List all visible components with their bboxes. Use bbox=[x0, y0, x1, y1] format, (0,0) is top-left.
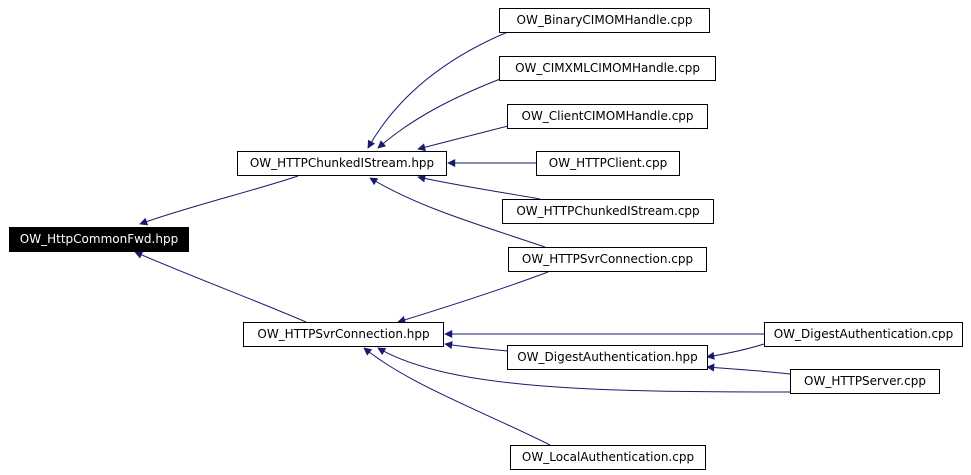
node-httpclient-cpp[interactable]: OW_HTTPClient.cpp bbox=[536, 151, 680, 176]
edge-chunked-hpp-to-root bbox=[139, 175, 299, 226]
node-cimxml-cpp[interactable]: OW_CIMXMLCIMOMHandle.cpp bbox=[499, 56, 716, 81]
node-chunked-cpp[interactable]: OW_HTTPChunkedIStream.cpp bbox=[502, 199, 714, 224]
edge-cimxml-to-chunked-hpp bbox=[377, 75, 509, 149]
edge-svrconn-cpp-to-svrconn-hpp bbox=[397, 271, 549, 324]
edge-localauth-to-svrconn-hpp bbox=[363, 347, 551, 446]
edge-digest-hpp-to-svrconn-hpp bbox=[444, 341, 509, 352]
edge-chunked-cpp-to-chunked-hpp bbox=[417, 174, 541, 200]
edge-binary-to-chunked-hpp bbox=[367, 30, 511, 149]
node-digest-hpp[interactable]: OW_DigestAuthentication.hpp bbox=[507, 345, 708, 370]
node-localauth-cpp[interactable]: OW_LocalAuthentication.cpp bbox=[510, 445, 706, 470]
edge-clientcimom-to-chunked-hpp bbox=[417, 125, 509, 152]
edge-httpserver-to-digest-hpp bbox=[706, 363, 791, 375]
node-client-cimom-cpp[interactable]: OW_ClientCIMOMHandle.cpp bbox=[507, 104, 708, 129]
node-chunked-hpp[interactable]: OW_HTTPChunkedIStream.hpp bbox=[237, 151, 447, 176]
node-svrconn-cpp[interactable]: OW_HTTPSvrConnection.cpp bbox=[508, 247, 707, 272]
node-root-header: OW_HttpCommonFwd.hpp bbox=[9, 227, 189, 252]
edge-digest-cpp-to-digest-hpp bbox=[706, 343, 765, 360]
edge-svrconn-hpp-to-root bbox=[134, 251, 307, 323]
node-svrconn-hpp[interactable]: OW_HTTPSvrConnection.hpp bbox=[243, 322, 444, 347]
node-digest-cpp[interactable]: OW_DigestAuthentication.cpp bbox=[764, 322, 963, 347]
node-binary-cpp[interactable]: OW_BinaryCIMOMHandle.cpp bbox=[499, 8, 710, 33]
node-httpserver-cpp[interactable]: OW_HTTPServer.cpp bbox=[790, 369, 940, 394]
edge-svrconn-cpp-to-chunked-hpp bbox=[369, 177, 546, 248]
edge-httpserver-to-svrconn-hpp bbox=[377, 347, 791, 393]
